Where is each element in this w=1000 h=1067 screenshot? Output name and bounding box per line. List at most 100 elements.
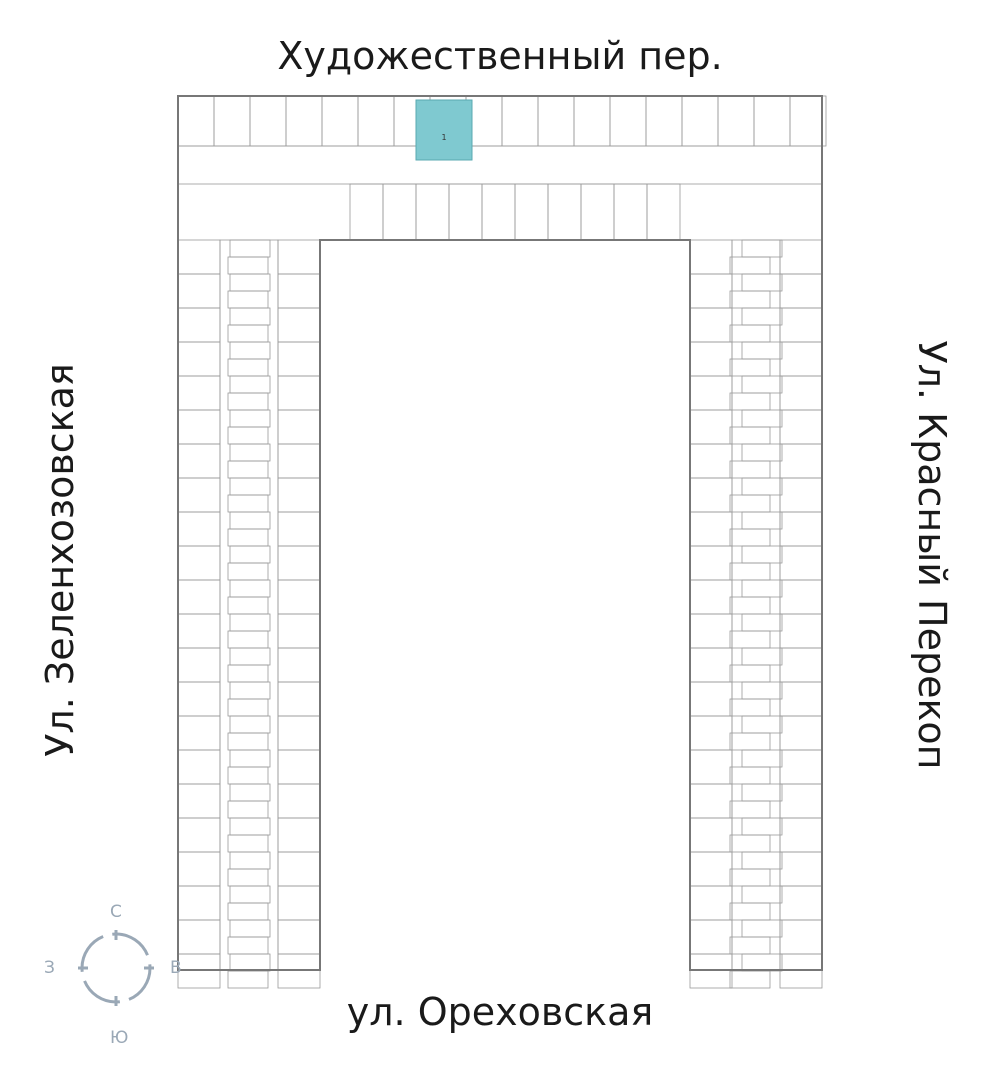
room [741,885,783,904]
room [249,95,287,147]
room [277,919,321,955]
room [277,307,321,343]
room [227,936,269,955]
room [741,749,783,768]
room [689,749,733,785]
room [227,290,269,309]
room [741,341,783,360]
apartment-grid [177,95,827,989]
room [229,647,271,666]
room [689,851,733,887]
compass-west: З [44,958,55,978]
room [227,494,269,513]
room [689,613,733,649]
room [177,749,221,785]
room [229,477,271,496]
room [277,239,321,275]
room [779,239,823,275]
room [227,256,269,275]
room [277,851,321,887]
room [689,273,733,309]
room [277,885,321,921]
room [779,681,823,717]
room [729,800,771,819]
room [741,307,783,326]
room [729,732,771,751]
room [573,95,611,147]
room [729,970,771,989]
room [779,477,823,513]
room [177,307,221,343]
room [227,834,269,853]
room [729,494,771,513]
room [227,766,269,785]
room [741,919,783,938]
room [779,545,823,581]
room [177,613,221,649]
room [689,443,733,479]
room [227,392,269,411]
room [741,851,783,870]
room [689,681,733,717]
room [227,664,269,683]
highlighted-apartment[interactable] [415,99,473,161]
room [729,426,771,445]
room [277,783,321,819]
room [177,919,221,955]
room [227,868,269,887]
room [729,698,771,717]
room [741,409,783,428]
room [177,273,221,309]
room [229,681,271,700]
room [741,545,783,564]
room [779,783,823,819]
room [229,715,271,734]
highlighted-apartment-rooms: 1 [441,133,446,142]
room [227,698,269,717]
room [729,596,771,615]
room [646,183,681,241]
room [227,970,269,989]
room [689,477,733,513]
room [731,239,781,971]
room [645,95,683,147]
room [729,324,771,343]
room [729,868,771,887]
room [229,511,271,530]
room [219,239,279,971]
room [741,511,783,530]
room [779,919,823,955]
room [729,902,771,921]
room [729,766,771,785]
room [741,477,783,496]
room [689,783,733,819]
room [779,647,823,683]
room [177,715,221,751]
room [177,851,221,887]
compass-north: С [110,902,122,922]
room [547,183,582,241]
room [729,256,771,275]
room [729,358,771,377]
street-label-south: ул. Ореховская [346,990,654,1034]
room [729,290,771,309]
room [448,183,483,241]
room [277,375,321,411]
room [741,375,783,394]
compass-icon [78,930,154,1006]
room [613,183,648,241]
room [177,145,823,185]
room [729,664,771,683]
room [741,647,783,666]
room [689,409,733,445]
room [689,919,733,955]
room [277,477,321,513]
room [321,95,359,147]
room [779,443,823,479]
room [213,95,251,147]
room [729,392,771,411]
room [277,273,321,309]
room [177,817,221,853]
room [741,273,783,292]
